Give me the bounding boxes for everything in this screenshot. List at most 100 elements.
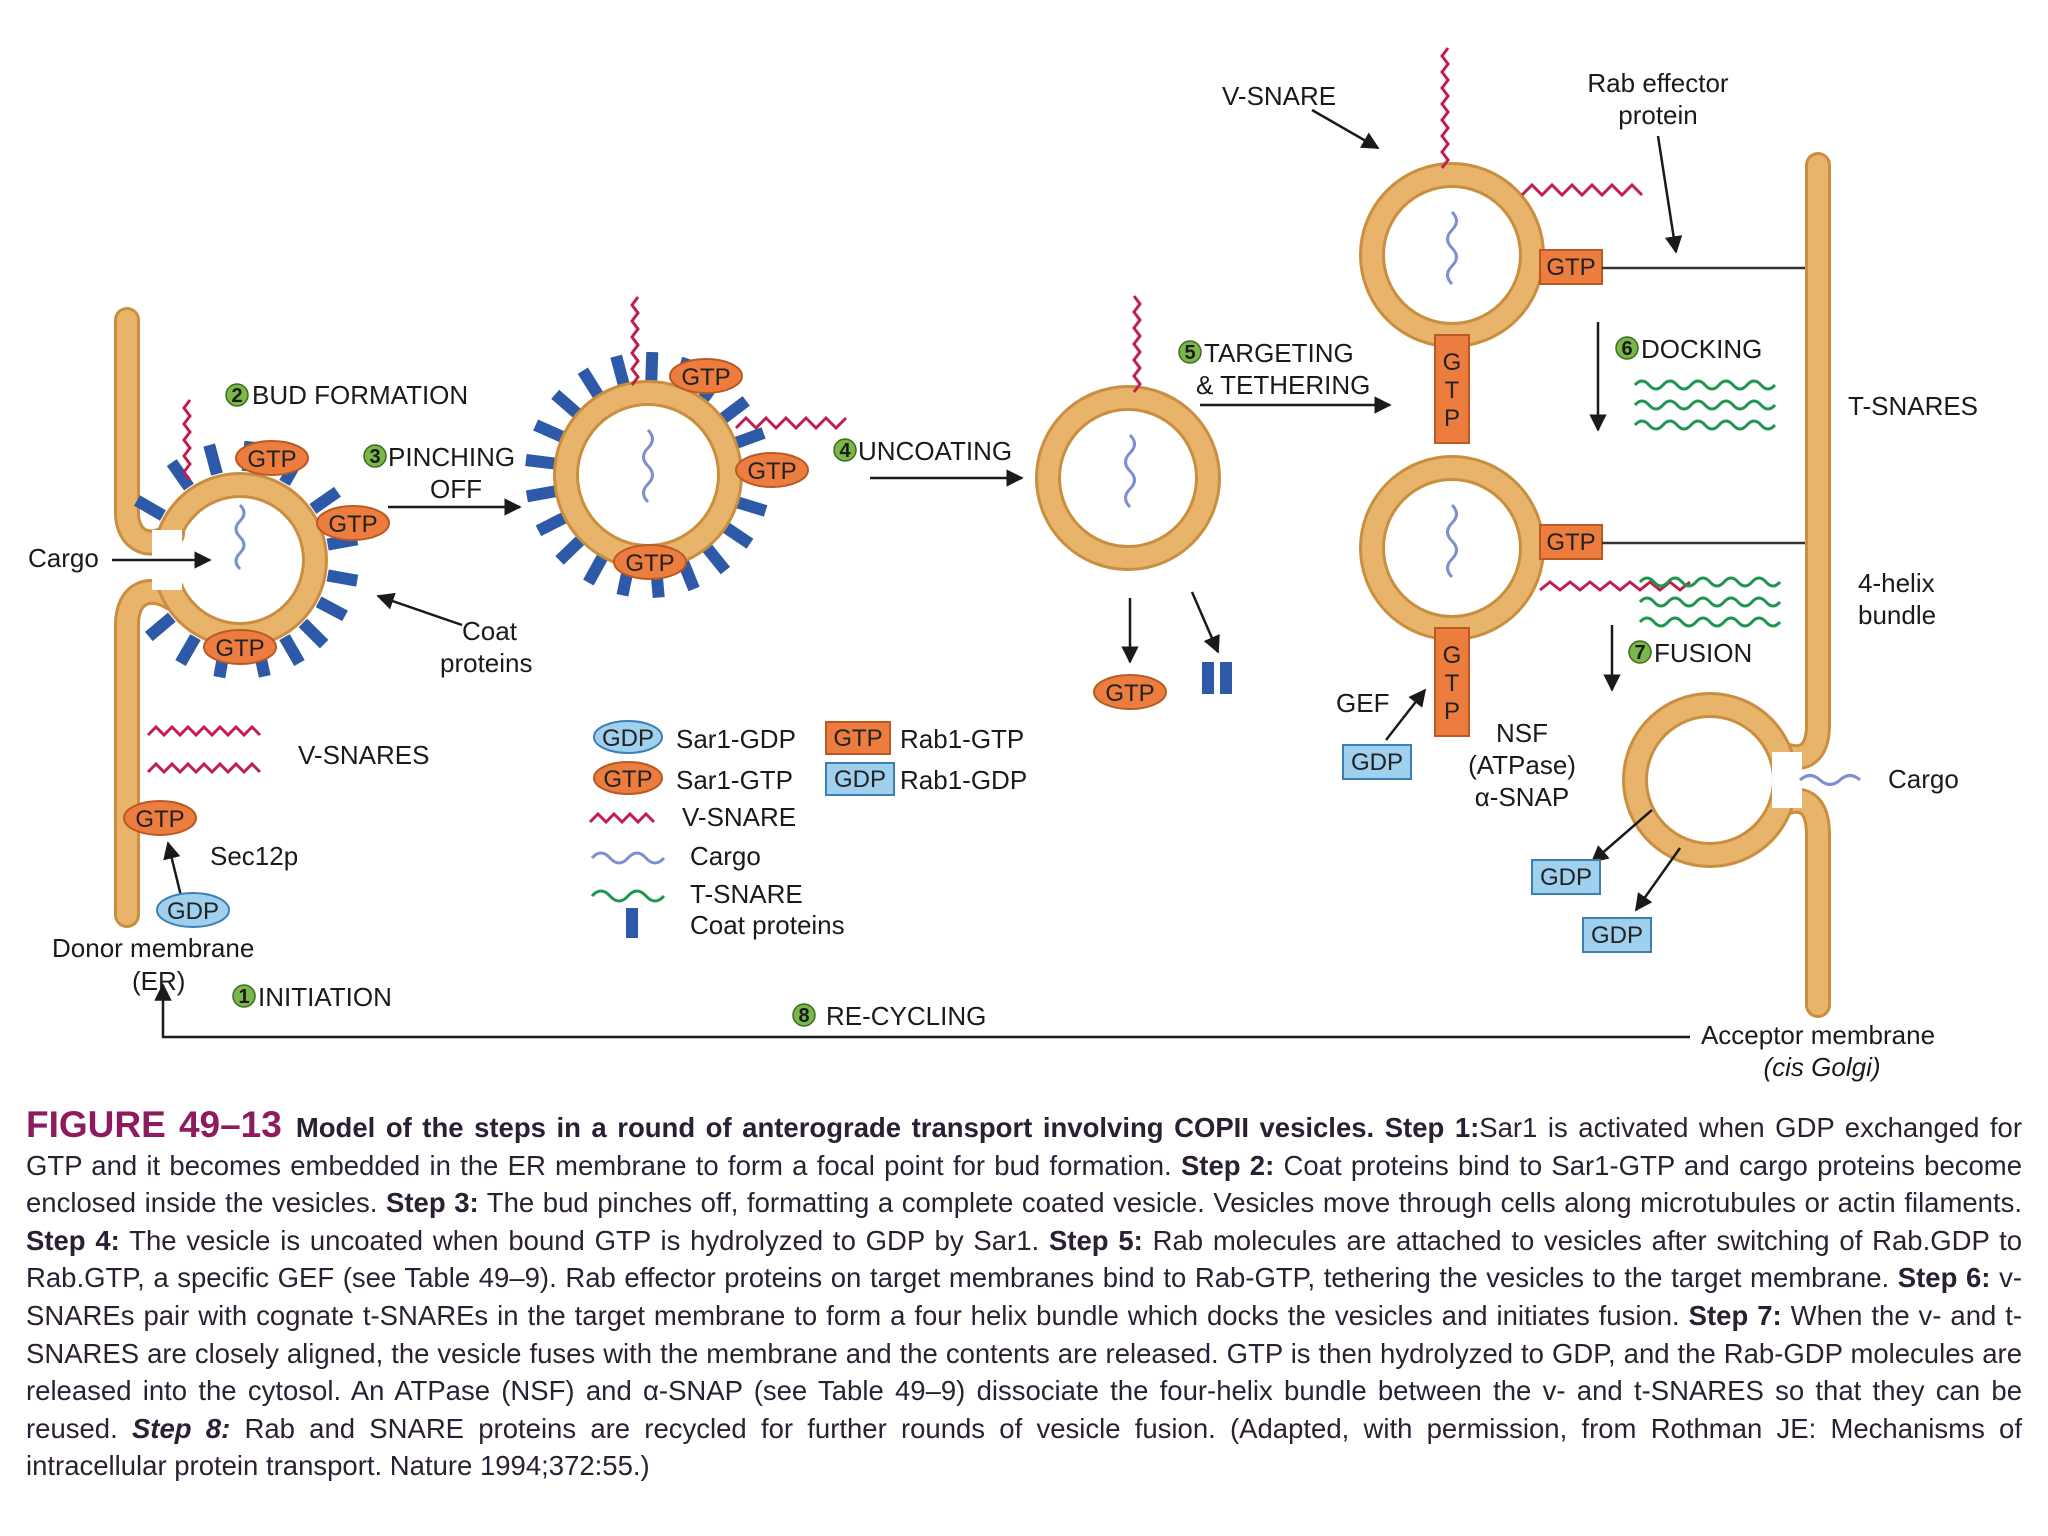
fusion-gdp-2: GDP <box>1582 917 1652 953</box>
rab-effector-label-2: protein <box>1618 100 1698 130</box>
coat-protein <box>525 485 558 503</box>
nsf-label-1: NSF <box>1496 718 1548 748</box>
donor-er-label: (ER) <box>132 966 185 996</box>
coat-protein <box>610 354 630 387</box>
step8-text: Rab and SNARE proteins are recycled for … <box>26 1412 2022 1482</box>
transport-diagram: GTP GTP GTP 2 BUD FORMATION Cargo Coat p… <box>28 47 1978 1082</box>
legend-rab1-gdp: GDP Rab1-GDP <box>825 762 1027 796</box>
coat-protein <box>203 443 223 476</box>
coated-gtp-1: GTP <box>669 358 743 394</box>
coated-gtp-2: GTP <box>735 452 809 488</box>
uncoated-vesicle <box>1035 385 1221 571</box>
svg-text:P: P <box>1444 405 1460 432</box>
recycling-arrow <box>154 983 1690 1039</box>
svg-text:GDP: GDP <box>167 898 219 925</box>
released-coat-proteins <box>1202 662 1232 694</box>
svg-text:5: 5 <box>1184 342 1195 364</box>
svg-text:GTP: GTP <box>681 364 730 391</box>
coat-protein <box>309 486 341 514</box>
docked-vesicle <box>1359 455 1545 641</box>
coat-protein <box>166 459 194 491</box>
step7-head: Step 7: <box>1688 1299 1782 1331</box>
t-snares-bundle <box>1638 576 1782 628</box>
svg-text:3: 3 <box>369 446 380 468</box>
step2-text: Coat proteins bind to Sar1-GTP and cargo… <box>26 1149 2023 1219</box>
svg-text:GTP: GTP <box>1546 529 1595 556</box>
step3-head: Step 3: <box>386 1187 479 1219</box>
step1-head: Step 1: <box>1384 1112 1480 1143</box>
svg-text:& TETHERING: & TETHERING <box>1196 370 1370 400</box>
coated-cargo <box>642 428 654 504</box>
svg-text:Sar1-GTP: Sar1-GTP <box>676 765 793 795</box>
tethered-vesicle <box>1359 162 1545 348</box>
svg-text:GDP: GDP <box>1591 922 1643 949</box>
svg-text:T: T <box>1445 670 1460 697</box>
legend-cargo: Cargo <box>590 841 761 871</box>
uncoated-cargo <box>1124 433 1136 509</box>
donor-gtp: GTP <box>123 800 197 836</box>
step-1-label: 1 INITIATION <box>232 982 392 1012</box>
docked-gtp-box: GTP <box>1539 524 1603 560</box>
coat-protein <box>535 511 568 537</box>
coat-protein <box>733 427 766 449</box>
figure-label: FIGURE 49–13 <box>26 1104 282 1145</box>
nsf-label-3: α-SNAP <box>1475 782 1570 812</box>
step5-head: Step 5: <box>1048 1224 1143 1256</box>
svg-text:T-SNARE: T-SNARE <box>690 879 803 909</box>
legend-rab1-gtp: GTP Rab1-GTP <box>825 721 1024 755</box>
svg-text:GDP: GDP <box>1540 864 1592 891</box>
svg-text:Rab1-GTP: Rab1-GTP <box>900 724 1024 754</box>
coat-proteins-label-2: proteins <box>440 648 533 678</box>
rab-effector-label-1: Rab effector <box>1587 68 1729 98</box>
svg-text:INITIATION: INITIATION <box>258 982 392 1012</box>
svg-text:PINCHING: PINCHING <box>388 442 515 472</box>
v-snares-donor-1 <box>146 724 262 738</box>
t-snares-label: T-SNARES <box>1848 391 1978 421</box>
step4-head: Step 4: <box>26 1224 120 1256</box>
svg-text:RE-CYCLING: RE-CYCLING <box>826 1001 986 1031</box>
cargo-label: Cargo <box>28 543 99 573</box>
figure-caption: FIGURE 49–13 Model of the steps in a roun… <box>26 1106 2022 1485</box>
helix-label-2: bundle <box>1858 600 1936 630</box>
step8-head: Step 8: <box>131 1412 231 1444</box>
caption-title: Model of the steps in a round of anterog… <box>295 1112 1375 1143</box>
step-7-label: 7 FUSION <box>1628 638 1752 668</box>
released-gtp: GTP <box>1093 674 1167 710</box>
coat-protein <box>718 396 750 424</box>
coated-gtp-3: GTP <box>613 544 687 580</box>
step4-text: The vesicle is uncoated when bound GTP i… <box>129 1224 1040 1256</box>
v-snares-label: V-SNARES <box>298 740 430 770</box>
legend-sar1-gdp: GDP Sar1-GDP <box>593 720 796 754</box>
svg-text:Rab1-GDP: Rab1-GDP <box>900 765 1027 795</box>
coat-protein <box>326 569 359 587</box>
svg-text:GTP: GTP <box>833 725 882 752</box>
svg-text:UNCOATING: UNCOATING <box>858 436 1012 466</box>
svg-text:GDP: GDP <box>602 725 654 752</box>
coat-protein <box>133 495 166 521</box>
svg-text:BUD FORMATION: BUD FORMATION <box>252 380 468 410</box>
rab-effector-wave <box>1520 182 1644 198</box>
sec12p-label: Sec12p <box>210 841 298 871</box>
nsf-label-2: (ATPase) <box>1468 750 1576 780</box>
coated-vesicle <box>553 380 743 570</box>
docked-gtp-vertical: G T P <box>1434 627 1470 737</box>
legend: GDP Sar1-GDP GTP Sar1-GTP GTP Rab1-GTP G… <box>588 720 1027 940</box>
legend-sar1-gtp: GTP Sar1-GTP <box>593 761 793 795</box>
coat-protein <box>144 612 176 642</box>
svg-text:GTP: GTP <box>1105 680 1154 707</box>
step2-head: Step 2: <box>1180 1149 1275 1181</box>
svg-text:FUSION: FUSION <box>1654 638 1752 668</box>
coat-protein <box>315 596 348 622</box>
svg-text:TARGETING: TARGETING <box>1204 338 1354 368</box>
v-snares-donor-2 <box>146 761 262 775</box>
step-3-label: 3 PINCHING OFF <box>363 442 515 504</box>
coat-protein <box>583 553 609 586</box>
fusion-cargo <box>1798 774 1862 786</box>
svg-text:2: 2 <box>231 385 242 407</box>
coat-protein <box>279 634 305 667</box>
t-snares-docking <box>1633 379 1777 431</box>
svg-text:G: G <box>1443 642 1462 669</box>
step-8-label: 8 RE-CYCLING <box>792 1001 986 1031</box>
svg-text:OFF: OFF <box>430 474 482 504</box>
svg-text:1: 1 <box>238 986 249 1008</box>
